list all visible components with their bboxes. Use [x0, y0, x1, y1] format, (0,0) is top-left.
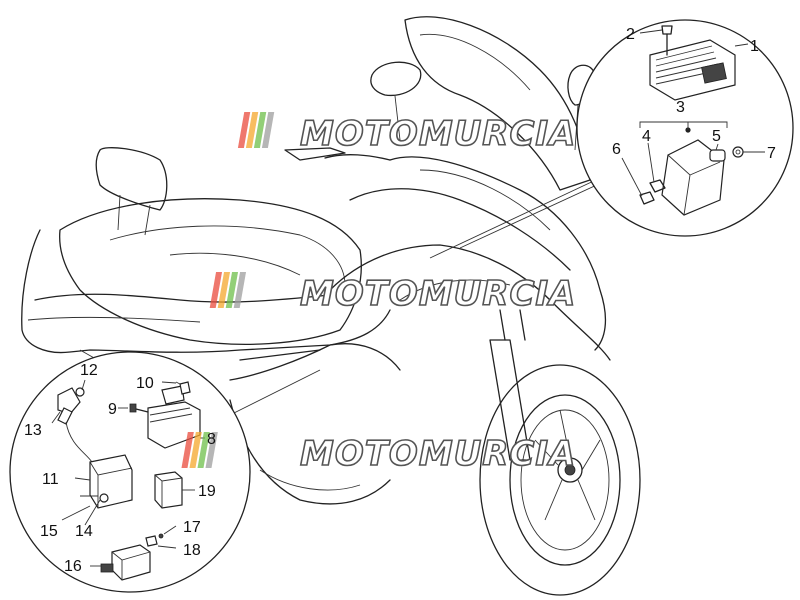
watermark-stripe [253, 112, 267, 148]
callout-19: 19 [198, 483, 216, 500]
watermark-stripe [205, 432, 218, 468]
watermark-text: MOTOMURCIA [300, 434, 576, 474]
watermark-stripe [189, 432, 202, 468]
callout-12: 12 [80, 362, 98, 379]
callout-16: 16 [64, 558, 82, 575]
detail-circle-electronics [9, 351, 251, 593]
watermark-middle: MOTOMURCIA [209, 272, 576, 315]
watermark-text: MOTOMURCIA [300, 274, 576, 314]
watermark-stripe [237, 112, 251, 148]
callout-5: 5 [712, 128, 721, 145]
callout-10: 10 [136, 375, 154, 392]
callout-15: 15 [40, 523, 58, 540]
callout-4: 4 [642, 128, 651, 145]
watermark-bottom: MOTOMURCIA [181, 432, 576, 475]
callout-9: 9 [108, 401, 117, 418]
watermark-top: MOTOMURCIA [237, 112, 576, 155]
watermark-stripe [181, 432, 194, 468]
watermark-stripe [225, 272, 239, 308]
callout-14: 14 [75, 523, 93, 540]
callout-8: 8 [207, 431, 216, 448]
callout-1: 1 [750, 38, 759, 55]
watermark-stripe [233, 272, 247, 308]
callout-labels: 1 2 3 4 5 6 7 8 9 10 11 12 13 14 15 16 1… [24, 26, 776, 575]
callout-11: 11 [42, 471, 59, 488]
watermark-stripe [245, 112, 259, 148]
watermark-group: MOTOMURCIA MOTOMURCIA MOTOMURCIA [181, 112, 576, 475]
callout-7: 7 [767, 145, 776, 162]
callout-13: 13 [24, 422, 42, 439]
detail-circle-regulator [576, 19, 794, 237]
watermark-stripe [261, 112, 275, 148]
callout-3: 3 [676, 99, 685, 116]
callout-2: 2 [626, 26, 635, 43]
watermark-text: MOTOMURCIA [300, 114, 576, 154]
callout-6: 6 [612, 141, 621, 158]
watermark-stripe [209, 272, 223, 308]
callout-17: 17 [183, 519, 201, 536]
watermark-stripe [217, 272, 231, 308]
watermark-stripe [197, 432, 210, 468]
callout-18: 18 [183, 542, 201, 559]
scooter-illustration [21, 16, 641, 596]
